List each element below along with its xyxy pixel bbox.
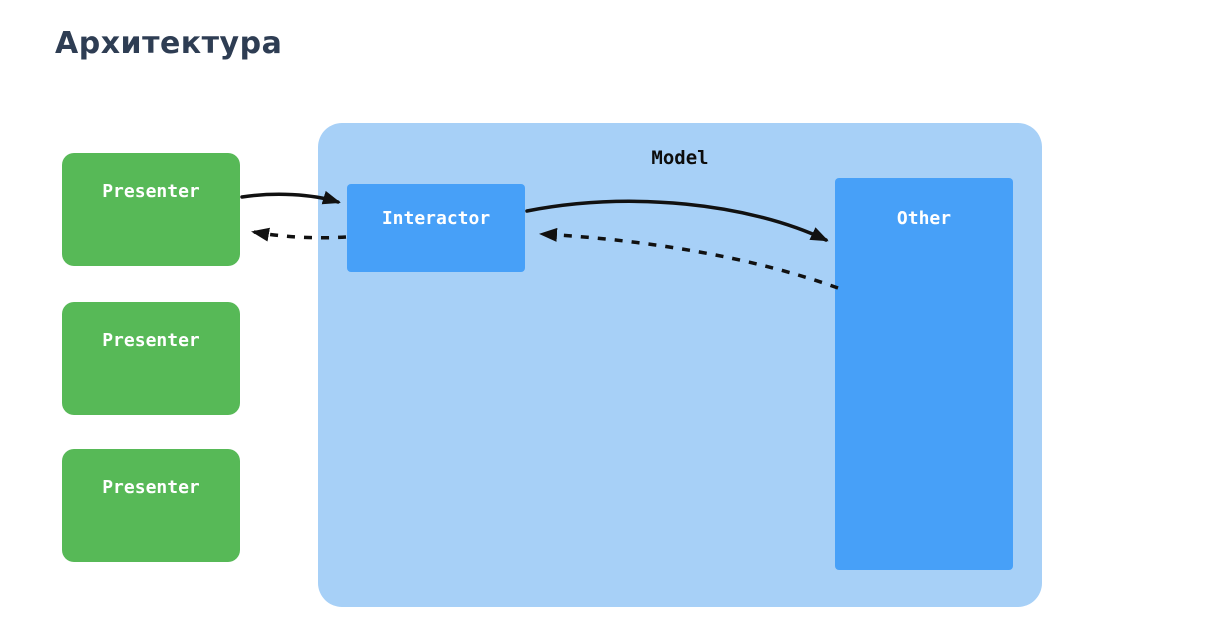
presenter-node-2: Presenter (62, 302, 240, 415)
other-node: Other (835, 178, 1013, 570)
model-container-label: Model (651, 147, 709, 169)
other-node-label: Other (896, 208, 952, 229)
presenter-node-2-label: Presenter (102, 330, 200, 351)
page-title: Архитектура (55, 26, 283, 61)
presenter-node-3-label: Presenter (102, 477, 200, 498)
presenter-node-1-label: Presenter (102, 181, 200, 202)
presenter-node-3: Presenter (62, 449, 240, 562)
interactor-node: Interactor (347, 184, 525, 272)
interactor-node-label: Interactor (381, 208, 491, 229)
presenter-node-1: Presenter (62, 153, 240, 266)
